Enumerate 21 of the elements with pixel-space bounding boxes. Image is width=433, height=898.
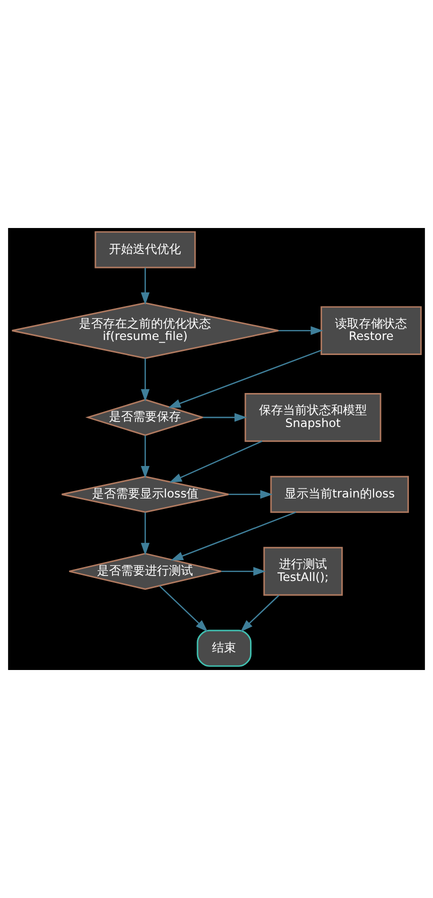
arrow xyxy=(202,413,247,422)
arrow xyxy=(169,440,262,483)
arrow xyxy=(221,566,266,576)
arrow xyxy=(278,326,324,335)
node-diamond: 是否需要显示loss值 xyxy=(61,476,230,513)
arrow xyxy=(140,512,150,556)
arrow xyxy=(240,594,280,632)
node-box: 保存当前状态和模型 Snapshot xyxy=(244,393,382,442)
arrow xyxy=(228,490,273,499)
node-diamond: 是否存在之前的优化状态 if(resume_file) xyxy=(11,302,280,359)
node-box: 开始迭代优化 xyxy=(94,231,196,268)
arrow xyxy=(140,268,150,305)
node-box: 结束 xyxy=(196,630,252,667)
arrow xyxy=(140,358,150,402)
arrow xyxy=(159,586,208,632)
node-box: 读取存储状态 Restore xyxy=(320,306,422,356)
node-box: 进行测试 TestAll(); xyxy=(263,546,343,596)
arrow xyxy=(170,512,296,561)
arrow xyxy=(168,350,322,408)
arrow xyxy=(140,435,150,478)
node-box: 显示当前train的loss xyxy=(270,476,409,513)
